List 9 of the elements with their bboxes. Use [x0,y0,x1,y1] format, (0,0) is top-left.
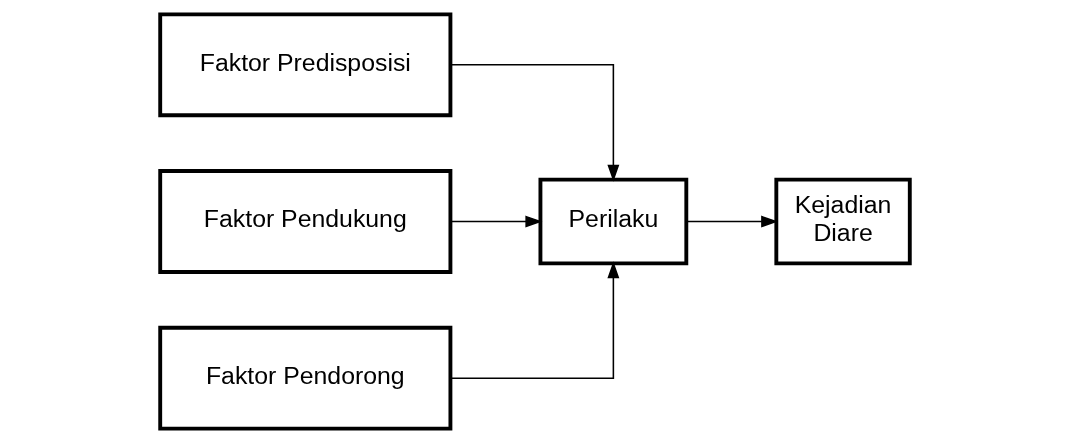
node-box: Faktor Pendorong [157,325,452,431]
node-box: Perilaku [538,177,688,266]
node-box: Faktor Predisposisi [157,12,452,118]
node-box: Kejadian Diare [773,177,912,266]
arrow [449,215,542,228]
arrow [449,261,619,380]
arrow [449,63,619,182]
node-box: Faktor Pendukung [157,169,452,274]
arrow [685,215,778,228]
